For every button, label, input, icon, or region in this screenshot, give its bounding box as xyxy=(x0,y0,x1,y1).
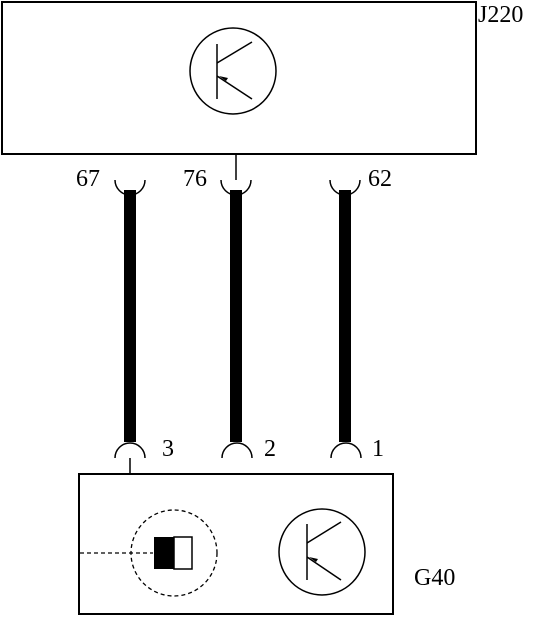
wire-67-to-3 xyxy=(124,190,136,442)
wire-76-to-2 xyxy=(230,190,242,442)
control-unit-label: J220 xyxy=(478,2,523,28)
pin-terminal xyxy=(114,442,146,459)
ecu-pin-62: 62 xyxy=(329,166,392,196)
wire-62-to-1 xyxy=(339,190,351,442)
sensor-pin-1: 1 xyxy=(330,436,384,462)
transistor-icon xyxy=(278,508,366,596)
sensor-pin-2: 2 xyxy=(221,436,276,462)
pin-label: 62 xyxy=(368,166,392,192)
pin-label: 1 xyxy=(372,436,384,462)
control-unit-box xyxy=(1,1,477,155)
pin-label: 76 xyxy=(183,166,207,192)
pin-terminal xyxy=(221,442,253,459)
pin-label: 2 xyxy=(264,436,276,462)
pin-terminal xyxy=(330,442,362,459)
pin-label: 67 xyxy=(76,166,100,192)
hall-sensor-icon xyxy=(80,509,218,597)
sensor-g40: G40 xyxy=(78,458,455,615)
sensor-label: G40 xyxy=(414,565,455,591)
sensor-box xyxy=(78,473,394,615)
ecu-pin-67: 67 xyxy=(76,166,146,196)
control-unit-j220: J220 xyxy=(1,1,523,180)
transistor-icon xyxy=(189,27,277,115)
sensor-pin-3: 3 xyxy=(114,436,174,462)
pin-label: 3 xyxy=(162,436,174,462)
